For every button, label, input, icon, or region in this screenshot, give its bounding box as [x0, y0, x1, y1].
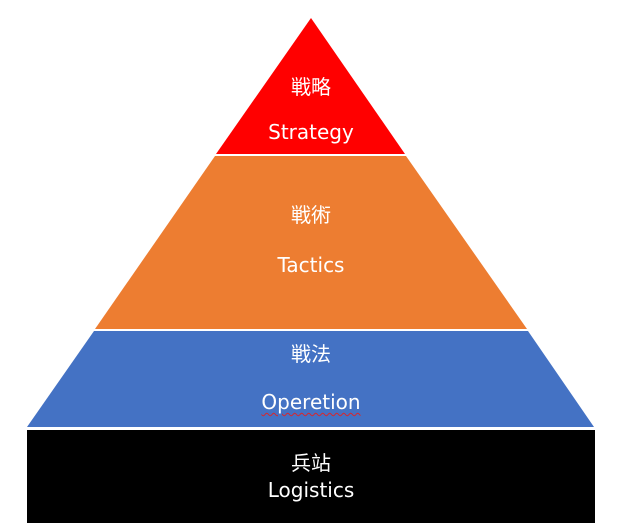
- tier-operation-shape: [27, 331, 594, 427]
- tier-tactics-en-label: Tactics: [277, 253, 345, 277]
- tier-operation-en-label: Operetion: [261, 390, 361, 414]
- tier-strategy-shape: [216, 18, 405, 154]
- tier-logistics-en-label: Logistics: [267, 478, 355, 502]
- tier-tactics-jp-label: 戦術: [291, 203, 331, 227]
- tier-tactics-shape: [95, 156, 527, 329]
- tier-strategy-jp-label: 戦略: [291, 75, 331, 99]
- tier-logistics-shape: [27, 430, 595, 523]
- tier-logistics-jp-label: 兵站: [291, 451, 331, 475]
- tier-strategy-en-label: Strategy: [268, 120, 354, 144]
- tier-operation-jp-label: 戦法: [291, 342, 331, 366]
